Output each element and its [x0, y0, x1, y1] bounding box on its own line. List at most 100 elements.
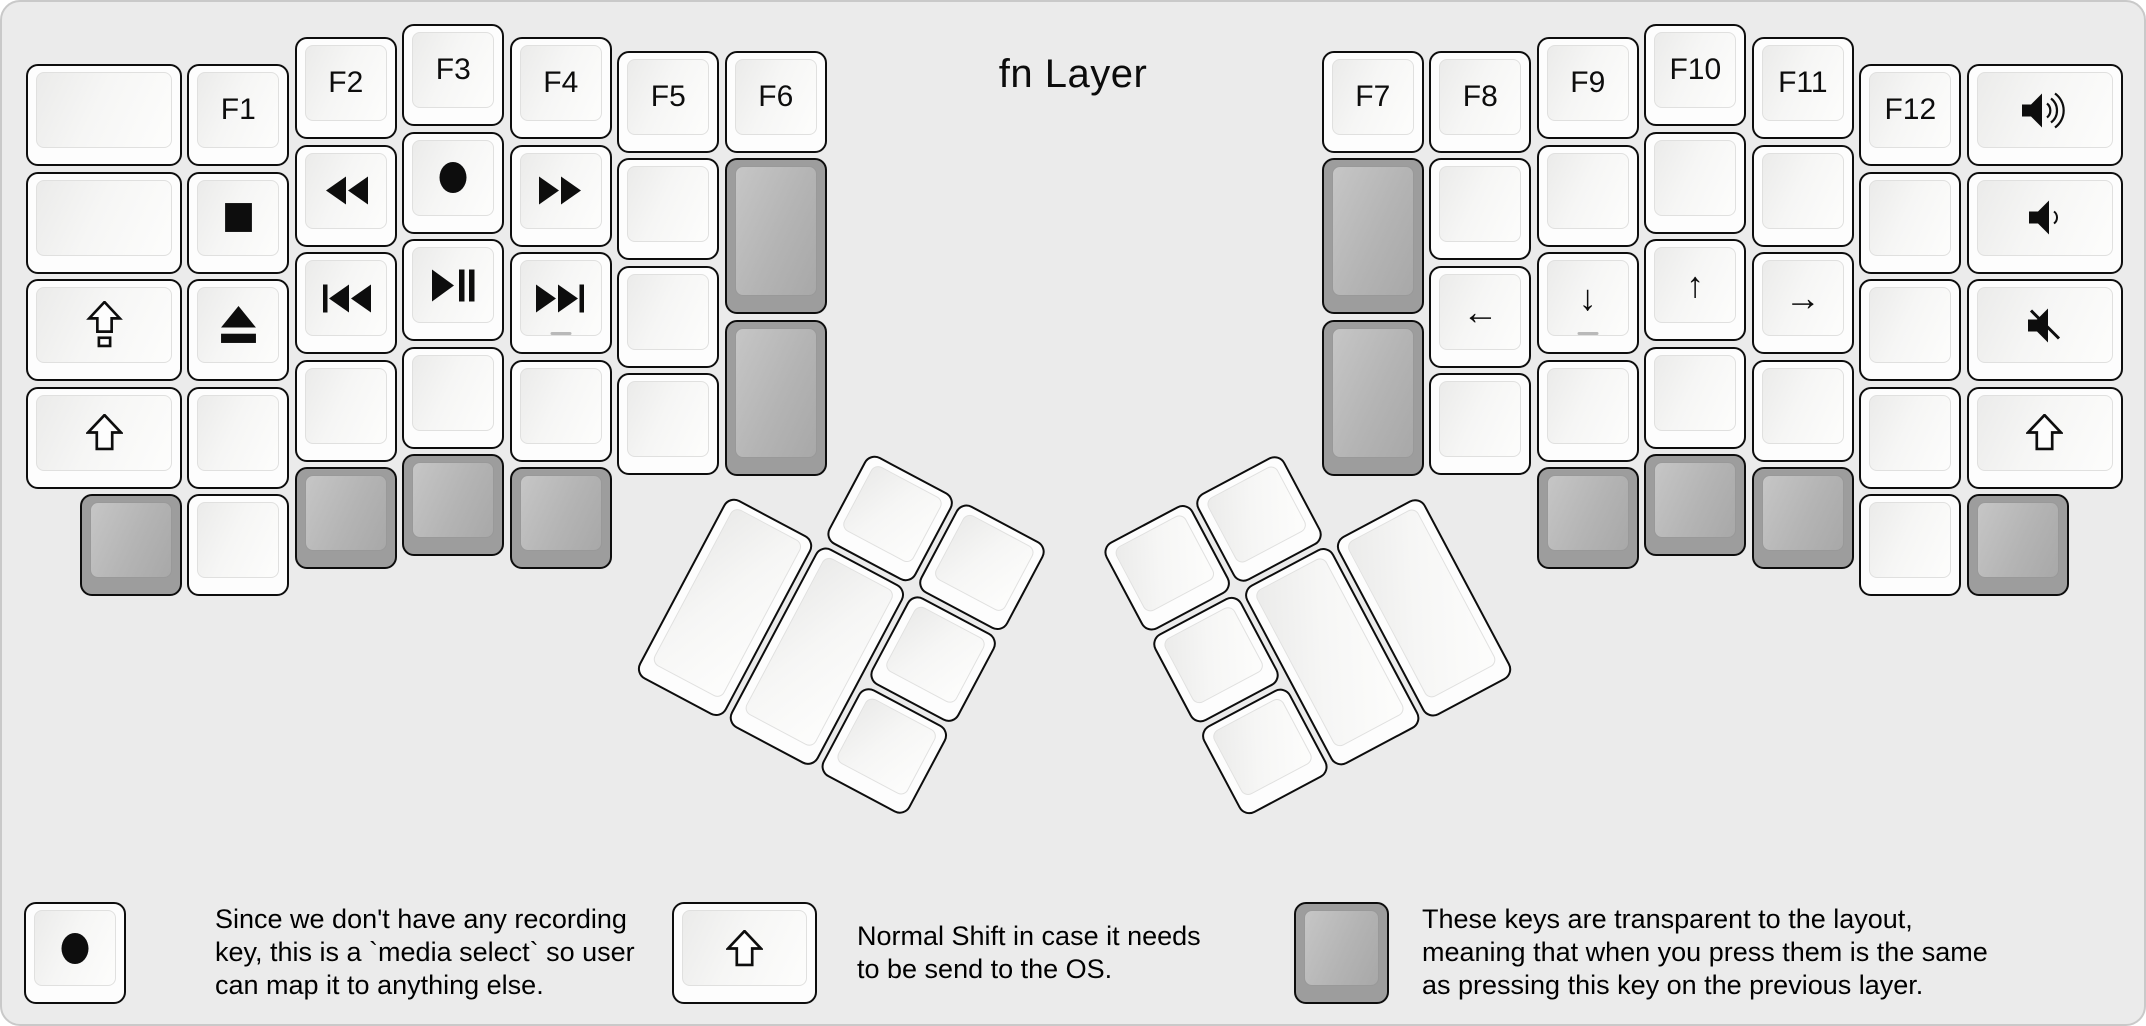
legend-text-line: These keys are transparent to the layout… — [1422, 904, 1913, 934]
key-transparent[interactable] — [1966, 494, 2069, 596]
key-blank[interactable] — [509, 359, 612, 462]
key-fast-forward[interactable] — [509, 144, 612, 247]
key-blank[interactable] — [1536, 144, 1639, 247]
keycap-surface — [1546, 367, 1629, 444]
legend-text-3: These keys are transparent to the layout… — [1422, 903, 1988, 1002]
keycap-surface — [36, 72, 172, 148]
key-transparent[interactable] — [294, 467, 397, 570]
key-arrow-down[interactable]: ↓ — [1536, 252, 1639, 355]
key-blank[interactable] — [617, 158, 720, 261]
eject-icon — [220, 305, 257, 345]
key-transparent[interactable] — [1644, 454, 1747, 556]
key-prev-track[interactable] — [294, 252, 397, 355]
key-transparent[interactable] — [724, 319, 827, 476]
key-volume-down[interactable] — [1966, 171, 2123, 274]
key-transparent[interactable] — [79, 494, 182, 596]
key-eject[interactable] — [187, 279, 290, 381]
key-shift[interactable] — [1966, 386, 2123, 489]
key-transparent[interactable] — [1536, 467, 1639, 570]
key-blank[interactable] — [1429, 373, 1532, 476]
key-f3[interactable]: F3 — [402, 24, 505, 126]
key-blank[interactable] — [1859, 171, 1962, 274]
key-f11[interactable]: F11 — [1751, 37, 1854, 140]
key-f8[interactable]: F8 — [1429, 50, 1532, 153]
key-mute[interactable] — [1966, 279, 2123, 381]
key-blank[interactable] — [26, 171, 182, 274]
key-transparent[interactable] — [1751, 467, 1854, 570]
key-blank[interactable] — [1429, 158, 1532, 261]
legend-key-transparent[interactable] — [1294, 902, 1389, 1004]
key-label: F2 — [328, 66, 364, 100]
keycap-surface: F11 — [1761, 45, 1844, 122]
key-caps-lock[interactable] — [26, 279, 182, 381]
keycap-surface — [197, 394, 280, 471]
key-transparent[interactable] — [724, 158, 827, 315]
key-volume-up[interactable] — [1966, 64, 2123, 166]
mute-icon — [2026, 305, 2064, 346]
legend-key-shift[interactable] — [672, 902, 817, 1004]
key-blank[interactable] — [187, 386, 290, 489]
key-blank[interactable] — [1751, 144, 1854, 247]
keycap-surface: F7 — [1331, 58, 1414, 135]
key-blank[interactable] — [294, 359, 397, 462]
keycap-surface — [89, 502, 172, 578]
arrow-right-icon: → — [1784, 277, 1821, 319]
keycap-surface — [36, 287, 172, 363]
key-blank[interactable] — [1536, 359, 1639, 462]
key-blank[interactable] — [1644, 346, 1747, 449]
key-blank[interactable] — [617, 373, 720, 476]
key-blank[interactable] — [26, 64, 182, 166]
key-blank[interactable] — [187, 494, 290, 596]
key-transparent[interactable] — [1321, 319, 1424, 476]
key-f1[interactable]: F1 — [187, 64, 290, 166]
keycap-surface — [1439, 381, 1522, 458]
key-f7[interactable]: F7 — [1321, 50, 1424, 153]
key-f10[interactable]: F10 — [1644, 24, 1747, 126]
stop-icon — [223, 201, 254, 234]
key-f4[interactable]: F4 — [509, 37, 612, 140]
key-record[interactable] — [402, 131, 505, 234]
key-transparent[interactable] — [1321, 158, 1424, 315]
key-label: F11 — [1778, 66, 1828, 100]
keycap-surface: ↓ — [1546, 260, 1629, 337]
key-blank[interactable] — [402, 346, 505, 449]
key-arrow-right[interactable]: → — [1751, 252, 1854, 355]
keycap-surface — [1112, 512, 1217, 615]
key-transparent[interactable] — [509, 467, 612, 570]
key-stop[interactable] — [187, 171, 290, 274]
keycap-surface: F5 — [627, 58, 710, 135]
key-next-track[interactable] — [509, 252, 612, 355]
key-label: F10 — [1669, 53, 1722, 86]
key-arrow-up[interactable]: ↑ — [1644, 239, 1747, 341]
key-f12[interactable]: F12 — [1859, 64, 1962, 166]
keycap-surface: F4 — [519, 45, 602, 122]
key-blank[interactable] — [1751, 359, 1854, 462]
key-label: F9 — [1570, 66, 1606, 100]
keycap-surface — [197, 179, 280, 256]
key-rewind[interactable] — [294, 144, 397, 247]
arrow-left-icon: ← — [1462, 290, 1499, 332]
volume-up-icon — [2020, 90, 2070, 131]
key-blank[interactable] — [1859, 386, 1962, 489]
key-f5[interactable]: F5 — [617, 50, 720, 153]
keycap-surface — [1439, 166, 1522, 243]
key-shift[interactable] — [26, 386, 182, 489]
keycap-surface — [1869, 394, 1952, 471]
key-label: F8 — [1462, 79, 1498, 113]
key-arrow-left[interactable]: ← — [1429, 265, 1532, 368]
keycap-surface — [412, 139, 495, 216]
legend-key-record[interactable] — [24, 902, 126, 1004]
keycap-surface — [1976, 72, 2113, 148]
key-play-pause[interactable] — [402, 239, 505, 341]
key-f2[interactable]: F2 — [294, 37, 397, 140]
key-transparent[interactable] — [402, 454, 505, 556]
record-icon — [58, 930, 92, 967]
key-blank[interactable] — [1859, 279, 1962, 381]
key-blank[interactable] — [1859, 494, 1962, 596]
keycap-surface — [1976, 394, 2113, 471]
key-blank[interactable] — [1644, 131, 1747, 234]
key-f6[interactable]: F6 — [724, 50, 827, 153]
key-f9[interactable]: F9 — [1536, 37, 1639, 140]
key-blank[interactable] — [617, 265, 720, 368]
